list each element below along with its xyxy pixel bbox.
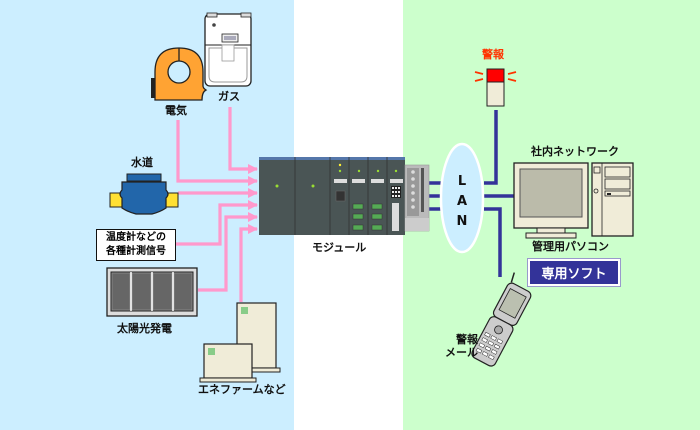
dedicated-software-button[interactable]: 専用ソフト [527, 258, 621, 287]
plc-module-icon [259, 157, 430, 235]
input-signal-lines [176, 107, 259, 302]
sensor-signals-box: 温度計などの 各種計測信号 [96, 229, 176, 261]
alarm-mail-line2: メール [445, 346, 478, 359]
sensor-signals-line2: 各種計測信号 [106, 246, 166, 257]
water-meter-icon [109, 173, 179, 215]
sensor-signals-line1: 温度計などの [106, 232, 166, 243]
enefarm-line [239, 223, 259, 302]
gas-line [228, 107, 259, 175]
solar-label: 太陽光発電 [117, 322, 172, 335]
clamp-current-sensor-icon [151, 47, 208, 101]
module-label: モジュール [312, 241, 367, 254]
alarm-lamp-icon [474, 68, 517, 107]
gas-meter-icon [204, 12, 252, 87]
lan-letter-n: N [456, 214, 468, 229]
fuel-cell-unit-icon [199, 302, 281, 383]
alarm-label: 警報 [482, 48, 504, 61]
electricity-label: 電気 [165, 104, 187, 117]
alarm-mail-line1: 警報 [456, 333, 478, 346]
solar-line [198, 211, 259, 292]
electricity-line [176, 120, 259, 187]
mobile-phone-icon [471, 272, 532, 367]
network-lines [428, 110, 515, 277]
lan-cloud [439, 142, 485, 254]
lan-letter-l: L [457, 174, 467, 189]
water-label: 水道 [131, 156, 153, 169]
lan-phone-line [484, 207, 502, 277]
alarm-mail-label: 警報 メール [445, 333, 478, 359]
intranet-label: 社内ネットワーク [531, 145, 619, 158]
pc-label: 管理用パソコン [532, 240, 609, 253]
pc-icon [513, 162, 634, 239]
enefarm-label: エネファームなど [198, 383, 286, 396]
solar-panel-icon [106, 267, 198, 317]
gas-label: ガス [218, 90, 240, 103]
lan-label: L A N [455, 172, 469, 232]
lan-letter-a: A [456, 194, 468, 209]
lan-alarm-line [484, 110, 498, 185]
sensor-signal-line [176, 199, 259, 246]
